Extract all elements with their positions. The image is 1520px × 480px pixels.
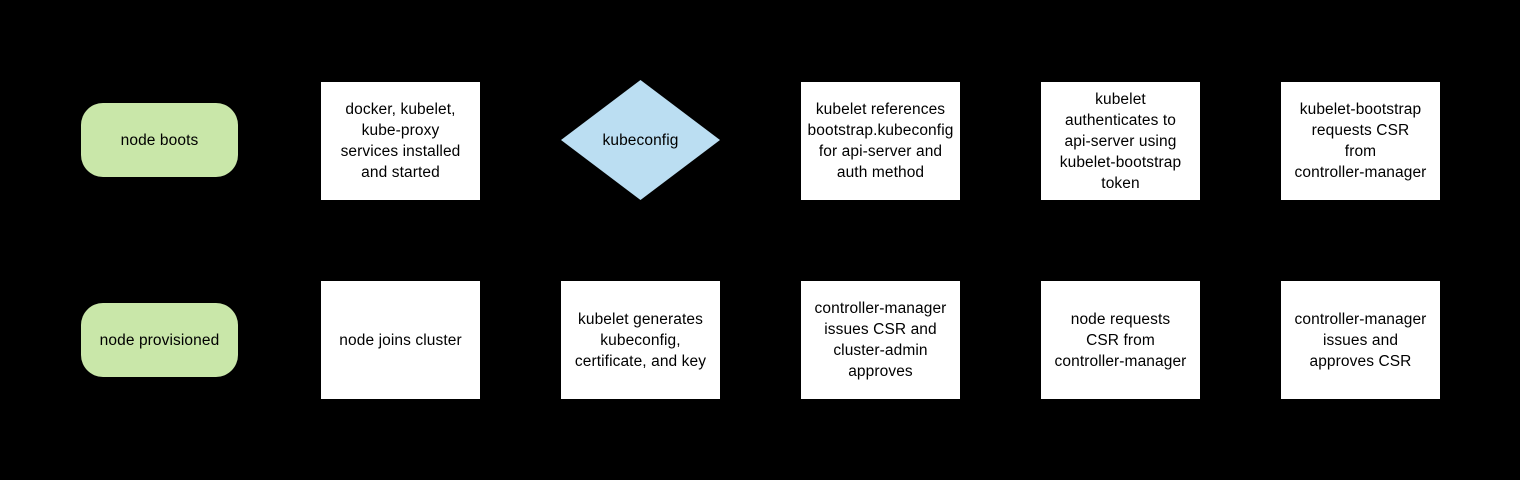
flow-node-controller-manager-issues-csr[interactable]: controller-manager issues CSR and cluste… [801, 281, 960, 399]
flow-node-label: kubelet generates kubeconfig, certificat… [574, 310, 707, 370]
flow-node-node-boots[interactable]: node boots [81, 103, 238, 177]
flow-node-services-installed[interactable]: docker, kubelet, kube-proxy services ins… [321, 82, 480, 200]
flow-node-label: node provisioned [99, 331, 220, 349]
flow-node-kubelet-references-bootstrap[interactable]: kubelet references bootstrap.kubeconfig … [801, 82, 960, 200]
flow-node-controller-manager-approves-csr[interactable]: controller-manager issues and approves C… [1281, 281, 1440, 399]
flow-node-label: controller-manager issues and approves C… [1294, 310, 1427, 370]
flow-node-node-requests-csr[interactable]: node requests CSR from controller-manage… [1041, 281, 1200, 399]
flow-node-kubelet-generates-kubeconfig[interactable]: kubelet generates kubeconfig, certificat… [561, 281, 720, 399]
flow-node-label: controller-manager issues CSR and cluste… [814, 300, 947, 380]
flow-node-label: kubelet-bootstrap requests CSR from cont… [1294, 101, 1427, 181]
flow-node-node-provisioned[interactable]: node provisioned [81, 303, 238, 377]
flow-node-label: kubelet references bootstrap.kubeconfig … [807, 101, 954, 181]
flow-node-kubeconfig-decision[interactable]: kubeconfig [561, 80, 720, 200]
flow-node-node-joins-cluster[interactable]: node joins cluster [321, 281, 480, 399]
flow-node-label: node joins cluster [339, 331, 462, 349]
flow-node-label: kubeconfig [602, 131, 679, 149]
flow-node-label: node boots [120, 131, 199, 149]
flow-node-label: node requests CSR from controller-manage… [1054, 310, 1187, 370]
flow-node-kubelet-authenticates[interactable]: kubelet authenticates to api-server usin… [1041, 82, 1200, 200]
flow-node-label: kubelet authenticates to api-server usin… [1059, 90, 1182, 192]
flow-node-kubelet-bootstrap-requests-csr[interactable]: kubelet-bootstrap requests CSR from cont… [1281, 82, 1440, 200]
flow-node-label: docker, kubelet, kube-proxy services ins… [340, 101, 461, 181]
